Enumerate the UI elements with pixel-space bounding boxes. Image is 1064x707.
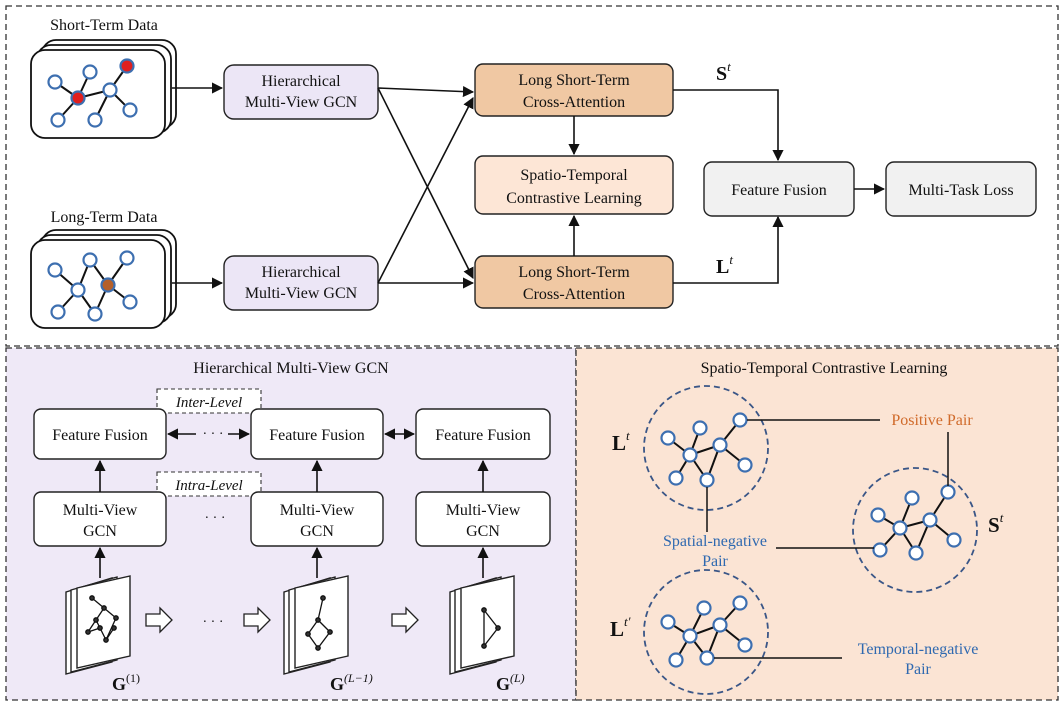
hmv-mvgcn-3: Multi-View GCN xyxy=(415,491,551,547)
hgcn-short-line1: Hierarchical xyxy=(261,73,341,90)
hmv-mvgcn-2: Multi-View GCN xyxy=(250,491,384,547)
long-term-graph xyxy=(47,250,138,322)
spatial-neg-line2: Pair xyxy=(702,553,728,570)
cross-attention-box-top: Long Short-Term Cross-Attention xyxy=(474,63,674,117)
cross-bottom-line2: Cross-Attention xyxy=(523,286,625,303)
graph-circle-st xyxy=(852,467,978,593)
cross-attention-box-bottom: Long Short-Term Cross-Attention xyxy=(474,255,674,309)
g1-label: G(1) xyxy=(112,671,140,694)
stcl-title: Spatio-Temporal Contrastive Learning xyxy=(701,360,948,377)
hmv-mvgcn-2-line1: Multi-View xyxy=(280,502,355,519)
spatial-neg-line1: Spatial-negative xyxy=(663,533,767,550)
inter-level-label: Inter-Level xyxy=(175,395,242,411)
stcl-box: Spatio-Temporal Contrastive Learning xyxy=(474,155,674,215)
intra-level-box xyxy=(156,471,262,497)
hgcn-box-long: Hierarchical Multi-View GCN xyxy=(223,255,379,311)
short-term-label: Short-Term Data xyxy=(50,17,158,34)
graph-stack-g1 xyxy=(65,575,131,675)
hgcn-short-line2: Multi-View GCN xyxy=(245,94,358,111)
hmv-fusion-2: Feature Fusion xyxy=(250,408,384,460)
hmv-title: Hierarchical Multi-View GCN xyxy=(193,360,389,377)
hmv-dots-bottom: · · · xyxy=(203,615,224,630)
l-t-symbol: Lt xyxy=(716,252,733,278)
hmv-fusion-1-label: Feature Fusion xyxy=(52,427,148,444)
hmv-fusion-2-label: Feature Fusion xyxy=(269,427,365,444)
graph-circle-lt xyxy=(643,385,769,511)
hollow-arrow-2 xyxy=(243,606,271,634)
positive-pair-label: Positive Pair xyxy=(891,412,973,429)
long-term-label: Long-Term Data xyxy=(51,209,158,226)
cross-top-line1: Long Short-Term xyxy=(518,72,630,89)
cross-bottom-line1: Long Short-Term xyxy=(518,264,630,281)
cross-top-line2: Cross-Attention xyxy=(523,94,625,111)
hmv-fusion-3-label: Feature Fusion xyxy=(435,427,531,444)
hmv-mvgcn-1-line1: Multi-View xyxy=(63,502,138,519)
hmv-fusion-1: Feature Fusion xyxy=(33,408,167,460)
graph-circle-lt-prime xyxy=(643,569,769,695)
temporal-neg-line1: Temporal-negative xyxy=(858,641,979,658)
multi-task-loss-box: Multi-Task Loss xyxy=(885,161,1037,217)
hmv-fusion-3: Feature Fusion xyxy=(415,408,551,460)
hgcn-box-short: Hierarchical Multi-View GCN xyxy=(223,64,379,120)
hollow-arrow-3 xyxy=(391,606,419,634)
stcl-st-symbol: St xyxy=(988,510,1004,537)
hmv-dots-top: · · · xyxy=(203,427,224,442)
short-term-data-stack xyxy=(30,39,177,139)
stcl-lt-symbol: Lt xyxy=(612,428,630,455)
hollow-arrow-1 xyxy=(145,606,173,634)
gl1-label: G(L−1) xyxy=(330,671,373,694)
hmv-mvgcn-2-line2: GCN xyxy=(300,523,334,540)
stcl-box-line2: Contrastive Learning xyxy=(506,190,642,207)
stcl-panel xyxy=(575,347,1059,701)
hmv-mvgcn-1-line2: GCN xyxy=(83,523,117,540)
short-term-graph xyxy=(47,58,138,128)
intra-level-label: Intra-Level xyxy=(174,478,242,494)
stcl-box-line1: Spatio-Temporal xyxy=(520,167,628,184)
gl-label: G(L) xyxy=(496,671,525,694)
graph-stack-gl xyxy=(449,575,515,675)
feature-fusion-box: Feature Fusion xyxy=(703,161,855,217)
s-t-symbol: St xyxy=(716,59,731,85)
long-term-data-stack xyxy=(30,229,177,329)
temporal-neg-line2: Pair xyxy=(905,661,931,678)
hmv-mvgcn-3-line2: GCN xyxy=(466,523,500,540)
stcl-ltprime-symbol: Lt′ xyxy=(610,614,631,641)
multi-task-loss-label: Multi-Task Loss xyxy=(908,182,1013,199)
hmv-mvgcn-3-line1: Multi-View xyxy=(446,502,521,519)
hgcn-long-line1: Hierarchical xyxy=(261,264,341,281)
graph-stack-gl1 xyxy=(283,575,349,675)
inter-level-box xyxy=(156,388,262,414)
hmv-dots-mid: · · · xyxy=(205,511,226,526)
feature-fusion-label: Feature Fusion xyxy=(731,182,827,199)
hgcn-long-line2: Multi-View GCN xyxy=(245,285,358,302)
hmv-mvgcn-1: Multi-View GCN xyxy=(33,491,167,547)
